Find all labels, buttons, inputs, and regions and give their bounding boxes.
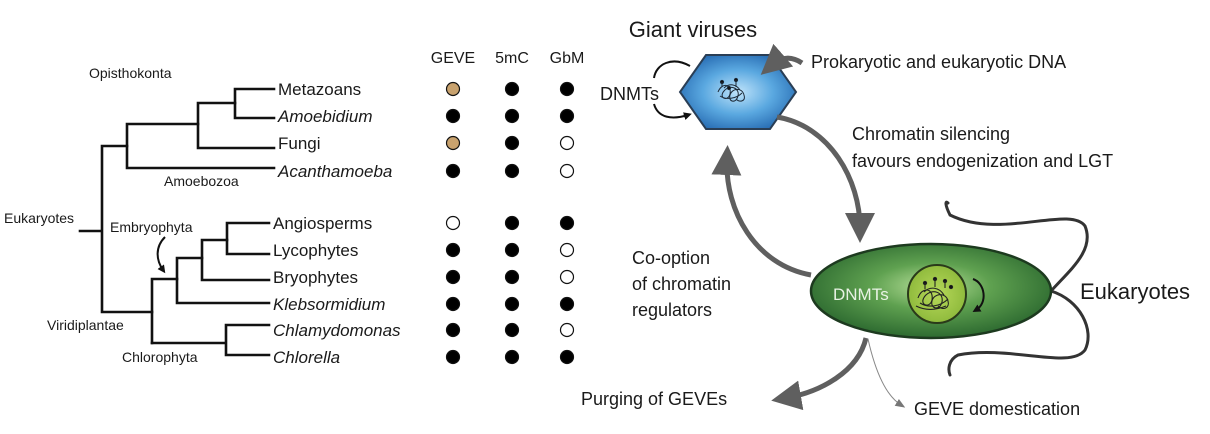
virus-dnmts-loop-bottom (653, 103, 692, 121)
cell-dnmts-loop (972, 278, 985, 313)
column-header-gbm: GbM (550, 50, 585, 67)
taxa-matrix: MetazoansAmoebidiumFungiAcanthamoebaAngi… (273, 80, 575, 367)
presence-dot-gbm-empty (559, 322, 575, 338)
presence-dot-gbm-filled (559, 215, 575, 231)
presence-dot-5mc-filled (504, 215, 520, 231)
prok-euk-dna-label: Prokaryotic and eukaryotic DNA (811, 52, 1066, 72)
virus-dnmts-loop-top (653, 60, 691, 79)
presence-dot-geve-filled (445, 349, 461, 365)
taxon-label: Metazoans (278, 80, 361, 99)
presence-dot-gbm-filled (559, 349, 575, 365)
tree-branch (150, 277, 179, 345)
presence-dot-gbm-empty (559, 135, 575, 151)
silencing-label-line2: favours endogenization and LGT (852, 151, 1113, 171)
tree-branch (200, 238, 271, 282)
presence-dot-5mc-filled (504, 108, 520, 124)
clade-labels: Opisthokonta Amoebozoa Eukaryotes Embryo… (4, 65, 239, 365)
presence-dot-gbm-filled (559, 296, 575, 312)
cooption-label-line2: of chromatin (632, 274, 731, 294)
phylogenetic-tree (78, 87, 276, 357)
taxon-label: Acanthamoeba (277, 162, 392, 181)
presence-dot-geve-empty (445, 215, 461, 231)
presence-dot-5mc-filled (504, 296, 520, 312)
tree-branch (78, 144, 154, 314)
virus-dnmts-label: DNMTs (600, 84, 659, 104)
presence-dot-5mc-filled (504, 81, 520, 97)
taxon-label: Angiosperms (273, 214, 372, 233)
clade-label-amoebozoa: Amoebozoa (164, 173, 239, 189)
clade-label-viridiplantae: Viridiplantae (47, 317, 124, 333)
column-headers: GEVE 5mC GbM (431, 50, 585, 67)
presence-dot-gbm-empty (559, 242, 575, 258)
presence-dot-geve-tan (445, 135, 461, 151)
cell-dna-tangle-icon (915, 276, 954, 310)
presence-dot-5mc-filled (504, 242, 520, 258)
taxon-label: Chlamydomonas (273, 321, 401, 340)
purging-label: Purging of GEVEs (581, 389, 727, 409)
presence-dot-geve-filled (445, 322, 461, 338)
giant-viruses-title: Giant viruses (629, 17, 757, 42)
cooption-arrow (711, 145, 812, 278)
taxon-label: Amoebidium (277, 107, 373, 126)
clade-label-opisthokonta: Opisthokonta (89, 65, 172, 81)
nucleus (907, 264, 967, 324)
taxon-label: Lycophytes (273, 241, 358, 260)
flagella (944, 200, 1090, 377)
presence-dot-gbm-empty (559, 163, 575, 179)
presence-dot-5mc-filled (504, 322, 520, 338)
presence-dot-geve-tan (445, 81, 461, 97)
presence-dot-gbm-filled (559, 81, 575, 97)
taxon-label: Bryophytes (273, 268, 358, 287)
clade-label-embryophyta: Embryophyta (110, 219, 193, 235)
tree-branch (175, 256, 271, 305)
presence-dot-geve-filled (445, 296, 461, 312)
presence-dot-gbm-filled (559, 108, 575, 124)
embryophyta-arrow (156, 236, 166, 274)
cell-dnmts-label: DNMTs (833, 285, 889, 304)
presence-dot-5mc-filled (504, 349, 520, 365)
taxon-label: Fungi (278, 134, 321, 153)
presence-dot-gbm-empty (559, 269, 575, 285)
column-header-geve: GEVE (431, 50, 475, 67)
tree-branch (196, 101, 276, 150)
silencing-label-line1: Chromatin silencing (852, 124, 1010, 144)
dna-input-arrow (760, 43, 804, 75)
presence-dot-geve-filled (445, 163, 461, 179)
eukaryotic-cell: DNMTs (809, 242, 1053, 340)
domestication-arrow (867, 338, 906, 408)
eukaryotes-label: Eukaryotes (1080, 279, 1190, 304)
clade-label-eukaryotes: Eukaryotes (4, 210, 74, 226)
presence-dot-geve-filled (445, 242, 461, 258)
purging-arrow (771, 337, 869, 411)
domestication-label: GEVE domestication (914, 399, 1080, 419)
cooption-label-line3: regulators (632, 300, 712, 320)
tree-branch (225, 221, 271, 256)
presence-dot-geve-filled (445, 108, 461, 124)
clade-label-chlorophyta: Chlorophyta (122, 349, 198, 365)
cooption-label-line1: Co-option (632, 248, 710, 268)
tree-branch (150, 323, 271, 357)
virus-dna-tangle-icon (717, 77, 745, 102)
presence-dot-5mc-filled (504, 269, 520, 285)
taxon-label: Klebsormidium (273, 295, 385, 314)
tree-branch (233, 87, 276, 120)
column-header-5mc: 5mC (495, 50, 529, 67)
taxon-label: Chlorella (273, 348, 340, 367)
presence-dot-5mc-filled (504, 135, 520, 151)
silencing-arrow (776, 114, 875, 243)
presence-dot-geve-filled (445, 269, 461, 285)
tree-branch (125, 122, 276, 170)
presence-dot-5mc-filled (504, 163, 520, 179)
